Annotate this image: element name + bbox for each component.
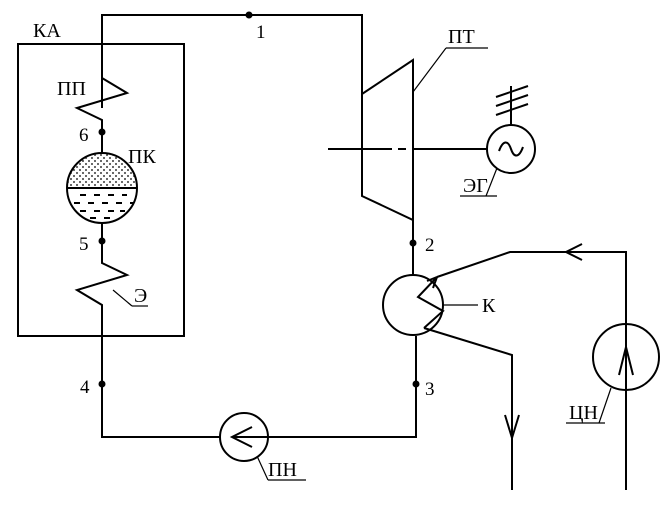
outlet-arrow bbox=[504, 414, 520, 442]
condenser-label: К bbox=[482, 295, 496, 317]
economizer-label: Э bbox=[134, 285, 147, 307]
feed-pump-leader bbox=[256, 455, 269, 481]
turbine-label: ПТ bbox=[448, 26, 475, 48]
feed-pump bbox=[219, 412, 269, 462]
point-2-dot bbox=[409, 239, 417, 247]
generator-leader bbox=[485, 167, 498, 197]
boiler-unit-label: КА bbox=[33, 20, 61, 42]
main-steam-line bbox=[101, 14, 363, 108]
point-2-label: 2 bbox=[425, 235, 435, 256]
point-3-label: 3 bbox=[425, 379, 435, 400]
turbine-leader bbox=[412, 47, 447, 93]
point-1-dot bbox=[245, 11, 253, 19]
point-4-label: 4 bbox=[80, 377, 90, 398]
point-3-dot bbox=[412, 380, 420, 388]
condenser bbox=[382, 274, 445, 336]
cooling-water-outlet bbox=[423, 327, 513, 490]
cooling-water-inlet bbox=[436, 251, 627, 490]
feed-water-line-right bbox=[268, 336, 417, 438]
point-6-label: 6 bbox=[79, 125, 89, 146]
steam-drum bbox=[66, 152, 138, 224]
steam-drum-label: ПК bbox=[128, 146, 156, 168]
generator-label: ЭГ bbox=[463, 175, 488, 197]
economizer-coil bbox=[74, 241, 130, 384]
point-1-label: 1 bbox=[256, 22, 266, 43]
generator bbox=[486, 85, 536, 174]
circulation-pump bbox=[592, 323, 660, 391]
feed-water-line-left bbox=[101, 384, 220, 438]
point-5-label: 5 bbox=[79, 234, 89, 255]
turbine bbox=[361, 58, 414, 222]
circulation-pump-leader bbox=[598, 387, 612, 424]
cooling-water-arrow bbox=[563, 243, 583, 261]
circulation-pump-label: ЦН bbox=[569, 402, 598, 424]
superheater-label: ПП bbox=[57, 78, 86, 100]
feed-pump-label: ПН bbox=[268, 459, 297, 481]
superheater-coil bbox=[74, 77, 130, 132]
economizer-leader bbox=[112, 289, 133, 307]
